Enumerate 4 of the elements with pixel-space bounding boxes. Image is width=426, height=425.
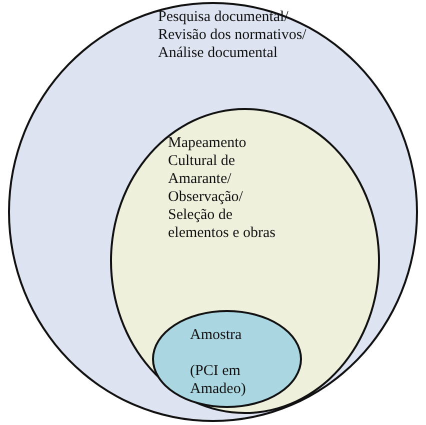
- region-label: Mapeamento Cultural de Amarante/ Observação/ Seleção de elementos e obras: [168, 134, 276, 242]
- region-label: Amostra: [190, 326, 243, 344]
- region-label: Pesquisa documental/ Revisão dos normativos/ Análise documental: [158, 8, 308, 62]
- region-label: (PCI em Amadeo): [190, 362, 247, 398]
